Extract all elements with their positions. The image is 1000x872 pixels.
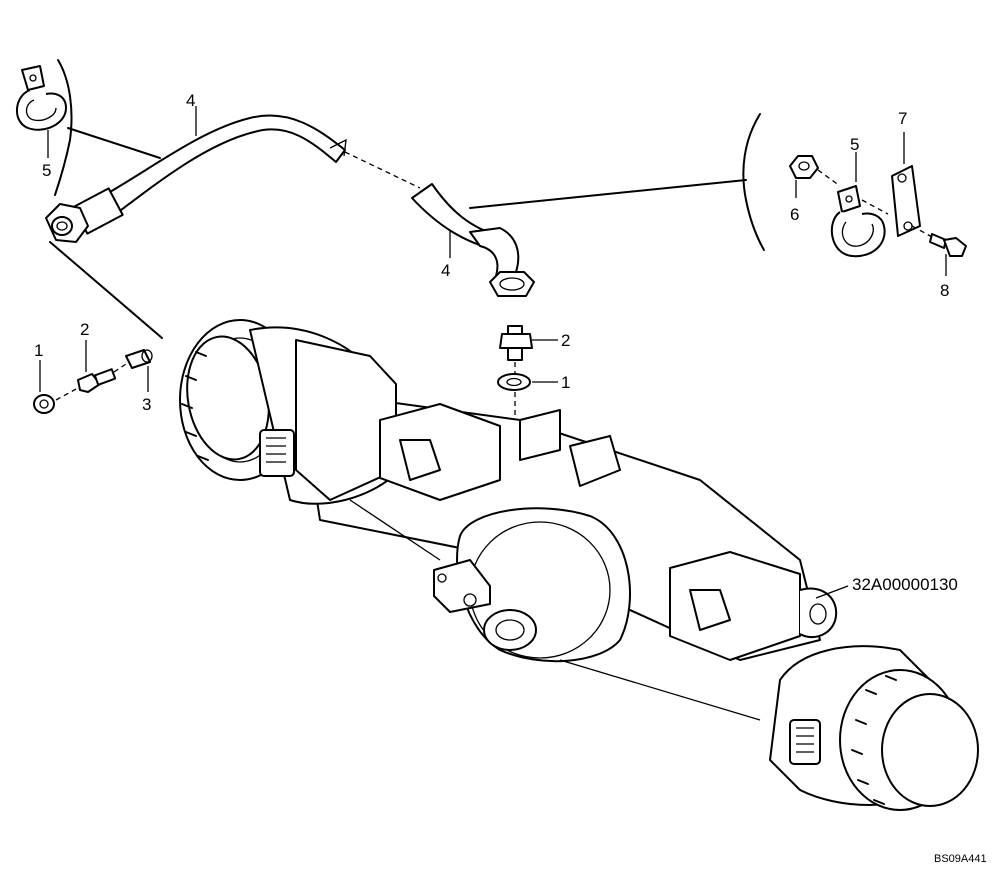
axle-assembly	[179, 319, 979, 811]
callout-hose-lower: 4	[441, 261, 450, 280]
callout-washer-center: 1	[561, 373, 570, 392]
bolt-right	[929, 233, 967, 257]
nut-right	[789, 155, 819, 179]
callout-bolt-right: 8	[940, 281, 949, 300]
washer-center	[497, 373, 531, 391]
callout-clamp-right: 5	[850, 135, 859, 154]
callout-plate-right: 7	[898, 109, 907, 128]
callout-clamp-top-left: 5	[42, 161, 51, 180]
fitting-left	[77, 368, 117, 393]
fitting-center	[499, 325, 533, 361]
hose-upper	[45, 114, 347, 243]
callout-hose-upper: 4	[186, 91, 195, 110]
plate-right	[891, 165, 921, 237]
callout-nut-right: 6	[790, 205, 799, 224]
adapter-left	[125, 349, 153, 369]
washer-left	[33, 394, 55, 414]
assembly-reference: 32A00000130	[852, 575, 958, 594]
drawing-number: BS09A441	[934, 853, 987, 865]
callout-washer-left: 1	[34, 341, 43, 360]
clamp-right	[831, 185, 886, 258]
hose-lower	[411, 183, 535, 297]
callout-adapter-left: 3	[142, 395, 151, 414]
callout-fitting-center: 2	[561, 331, 570, 350]
clamp-top-left	[16, 59, 161, 196]
callout-fitting-left: 2	[80, 320, 89, 339]
